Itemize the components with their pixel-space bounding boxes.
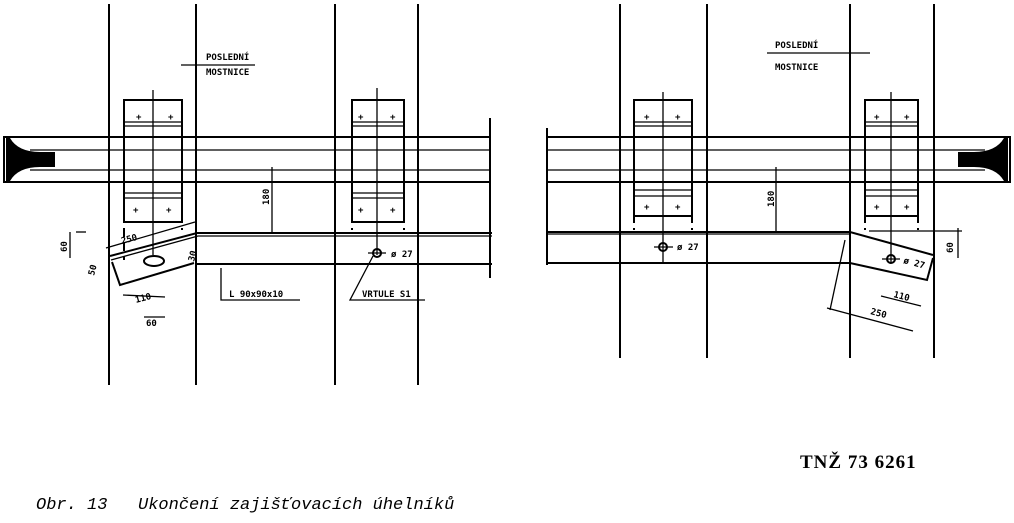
hole1-label: ø 27	[677, 243, 699, 253]
rail	[3, 118, 491, 278]
figure-caption: Obr. 13 Ukončení zajišťovacích úhelníků	[36, 496, 455, 515]
svg-text:+: +	[904, 203, 910, 213]
svg-text:+: +	[874, 113, 880, 123]
dim-110: 110	[892, 290, 910, 304]
rail-end-profile	[958, 138, 1008, 181]
svg-text:+: +	[133, 206, 139, 216]
left-view: + + + + + + + +	[3, 4, 492, 385]
dim-110: 110	[134, 292, 152, 306]
hole-label: ø 27	[391, 250, 413, 260]
svg-text:+: +	[358, 113, 364, 123]
svg-text:+: +	[390, 206, 396, 216]
svg-text:+: +	[904, 113, 910, 123]
dim-250: 250	[869, 307, 887, 321]
dim-180: 180	[262, 189, 272, 205]
svg-text:+: +	[136, 113, 142, 123]
dimensions	[69, 167, 425, 318]
dim-30: 30	[187, 250, 199, 263]
dashed-sleeper-edges	[619, 130, 935, 290]
svg-text:+: +	[675, 203, 681, 213]
svg-text:+: +	[168, 113, 174, 123]
angle-profile-label: L 90x90x10	[229, 290, 283, 300]
right-view: + + + + + + + +	[546, 4, 1011, 358]
svg-text:+: +	[166, 206, 172, 216]
dashed-sleeper-edges	[108, 130, 419, 320]
dim-60: 60	[60, 241, 70, 252]
safety-angle	[109, 232, 492, 287]
safety-angle	[547, 231, 934, 282]
hole2-label: ø 27	[902, 256, 926, 271]
svg-text:+: +	[675, 113, 681, 123]
dim-50: 50	[87, 264, 99, 277]
rail	[546, 128, 1011, 265]
dim-250: 250	[120, 233, 138, 247]
svg-text:+: +	[644, 203, 650, 213]
dim-60: 60	[946, 242, 956, 253]
note-line2: MOSTNICE	[775, 63, 818, 73]
dimensions	[654, 167, 962, 332]
dim-180: 180	[767, 191, 777, 207]
rail-end-profile	[6, 138, 55, 181]
standard-number: TNŽ 73 6261	[800, 452, 917, 473]
dim-60b: 60	[146, 319, 157, 329]
svg-text:+: +	[358, 206, 364, 216]
note-line2: MOSTNICE	[206, 68, 249, 78]
screw-label: VRTULE S1	[362, 290, 411, 300]
svg-text:+: +	[874, 203, 880, 213]
note-line1: POSLEDNÍ	[775, 39, 818, 51]
svg-text:+: +	[390, 113, 396, 123]
svg-text:+: +	[644, 113, 650, 123]
note-line1: POSLEDNÍ	[206, 51, 249, 63]
